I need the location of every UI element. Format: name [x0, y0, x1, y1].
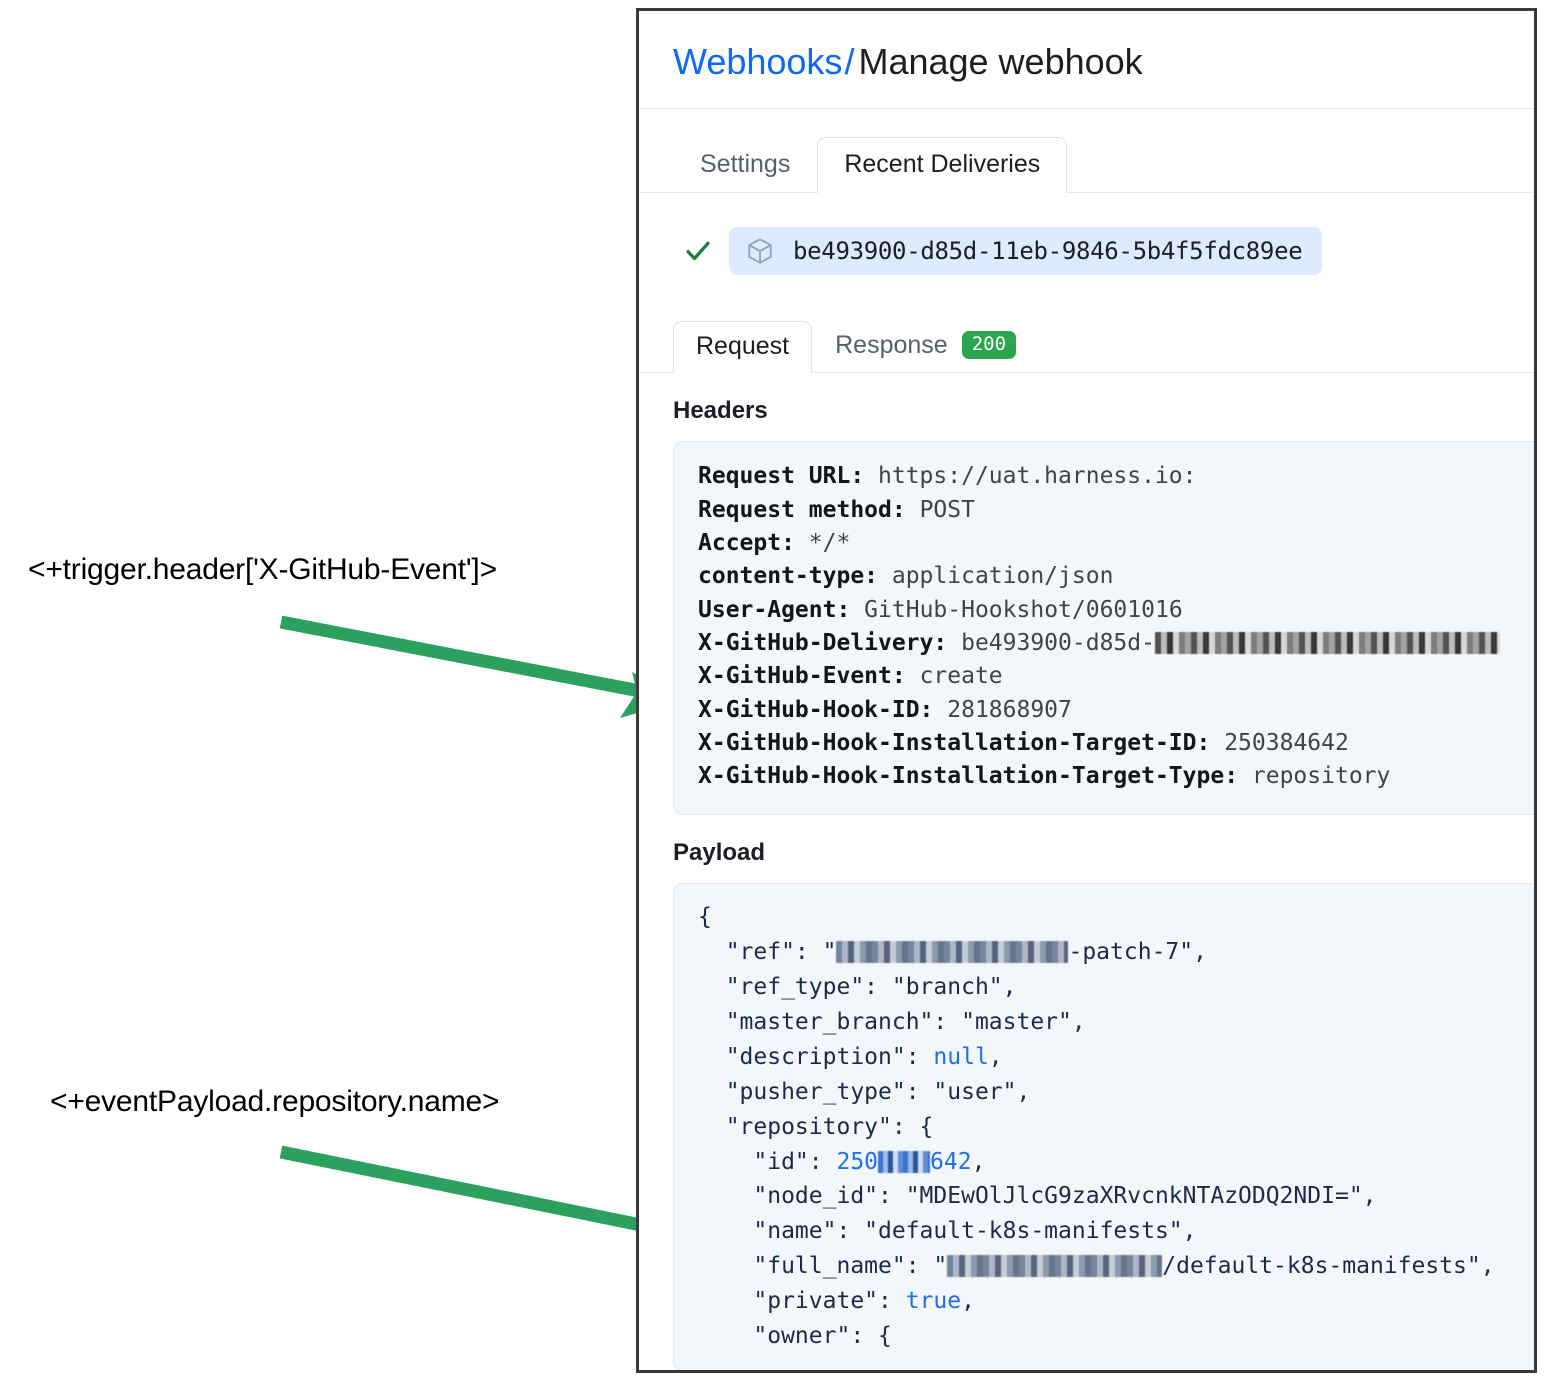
- header-key: X-GitHub-Hook-Installation-Target-Type:: [698, 763, 1239, 790]
- check-icon: [686, 242, 710, 261]
- breadcrumb-link-webhooks[interactable]: Webhooks: [673, 41, 843, 82]
- header-line: X-GitHub-Event: create: [698, 660, 1534, 693]
- payload-line: "name": "default-k8s-manifests",: [698, 1218, 1197, 1245]
- payload-section-title: Payload: [673, 838, 766, 866]
- cube-icon: [748, 238, 772, 265]
- header-value: create: [905, 663, 1003, 690]
- annotation-label-trigger-header: <+trigger.header['X-GitHub-Event']>: [28, 553, 497, 586]
- header-value: 281868907: [933, 696, 1072, 723]
- header-line: X-GitHub-Hook-Installation-Target-ID: 25…: [698, 727, 1534, 760]
- header-value: GitHub-Hookshot/0601016: [850, 596, 1183, 623]
- subtab-request-label: Request: [696, 332, 790, 361]
- json-literal: 642: [930, 1148, 972, 1175]
- payload-line: "owner": {: [698, 1323, 892, 1350]
- tab-settings[interactable]: Settings: [673, 137, 817, 193]
- header-line: X-GitHub-Hook-Installation-Target-Type: …: [698, 760, 1534, 793]
- delivery-row[interactable]: be493900-d85d-11eb-9846-5b4f5fdc89ee: [673, 193, 1534, 301]
- redacted-text: [836, 940, 1069, 963]
- annotation-arrow-trigger-header: [279, 615, 683, 718]
- header-value: repository: [1238, 763, 1391, 790]
- header-key: content-type:: [698, 563, 879, 590]
- payload-line: "description": null,: [698, 1043, 1003, 1070]
- delivery-id-text: be493900-d85d-11eb-9846-5b4f5fdc89ee: [793, 237, 1303, 266]
- header-value: POST: [905, 496, 975, 523]
- payload-line: {: [698, 903, 712, 930]
- header-line: X-GitHub-Delivery: be493900-d85d-: [698, 627, 1534, 660]
- json-literal: null: [933, 1043, 989, 1070]
- headers-code-block: Request URL: https://uat.harness.io:Requ…: [673, 441, 1534, 815]
- header-divider: [639, 108, 1534, 110]
- header-key: X-GitHub-Hook-ID:: [698, 696, 934, 723]
- header-key: Request method:: [698, 496, 906, 523]
- breadcrumb-separator: /: [844, 41, 855, 82]
- tab-settings-label: Settings: [700, 150, 791, 179]
- payload-code-block: { "ref": "-patch-7", "ref_type": "branch…: [673, 882, 1534, 1370]
- tab-recent-deliveries[interactable]: Recent Deliveries: [817, 137, 1068, 194]
- request-response-tabstrip: Request Response 200: [639, 301, 1534, 374]
- header-value: application/json: [878, 563, 1114, 590]
- subtab-response[interactable]: Response 200: [812, 318, 1039, 373]
- headers-section-title: Headers: [673, 397, 768, 425]
- subtab-response-label: Response: [835, 330, 948, 359]
- header-key: Request URL:: [698, 463, 865, 490]
- header-key: X-GitHub-Delivery:: [698, 630, 948, 657]
- json-literal: true: [905, 1288, 962, 1315]
- payload-line: "repository": {: [698, 1113, 934, 1140]
- redacted-text: [1154, 632, 1500, 655]
- page-title: Webhooks/Manage webhook: [673, 11, 1534, 108]
- subtab-request[interactable]: Request: [673, 321, 813, 374]
- webhook-tabstrip: Settings Recent Deliveries: [639, 109, 1534, 194]
- header-line: Request method: POST: [698, 494, 1534, 527]
- header-line: Accept: */*: [698, 527, 1534, 560]
- delivery-id-chip[interactable]: be493900-d85d-11eb-9846-5b4f5fdc89ee: [729, 227, 1323, 276]
- header-key: User-Agent:: [698, 596, 851, 623]
- status-badge: 200: [961, 331, 1017, 360]
- payload-line: "private": true,: [698, 1288, 975, 1315]
- payload-line: "ref_type": "branch",: [698, 973, 1017, 1000]
- header-value: 250384642: [1210, 730, 1349, 757]
- payload-line: "full_name": "/default-k8s-manifests",: [698, 1253, 1495, 1280]
- json-literal: 250: [836, 1148, 879, 1175]
- header-value: be493900-d85d-: [947, 630, 1155, 657]
- tab-recent-deliveries-label: Recent Deliveries: [844, 150, 1041, 179]
- redacted-text: [947, 1255, 1163, 1278]
- header-value: */*: [794, 530, 851, 557]
- header-key: Accept:: [698, 530, 795, 557]
- annotation-label-event-payload: <+eventPayload.repository.name>: [50, 1085, 500, 1118]
- payload-line: "master_branch": "master",: [698, 1008, 1086, 1035]
- redacted-text: [878, 1150, 931, 1173]
- header-line: Request URL: https://uat.harness.io:: [698, 460, 1534, 493]
- header-line: X-GitHub-Hook-ID: 281868907: [698, 694, 1534, 727]
- header-key: X-GitHub-Hook-Installation-Target-ID:: [698, 730, 1211, 757]
- header-value: https://uat.harness.io:: [864, 463, 1197, 490]
- header-line: User-Agent: GitHub-Hookshot/0601016: [698, 594, 1534, 627]
- payload-line: "ref": "-patch-7",: [698, 938, 1207, 965]
- payload-line: "pusher_type": "user",: [698, 1078, 1031, 1105]
- header-line: content-type: application/json: [698, 560, 1534, 593]
- payload-line: "node_id": "MDEwOlJlcG9zaXRvcnkNTAzODQ2N…: [698, 1183, 1377, 1210]
- header-key: X-GitHub-Event:: [698, 663, 906, 690]
- webhook-panel: Webhooks/Manage webhook Settings Recent …: [636, 8, 1537, 1373]
- breadcrumb-current-manage-webhook: Manage webhook: [858, 41, 1143, 82]
